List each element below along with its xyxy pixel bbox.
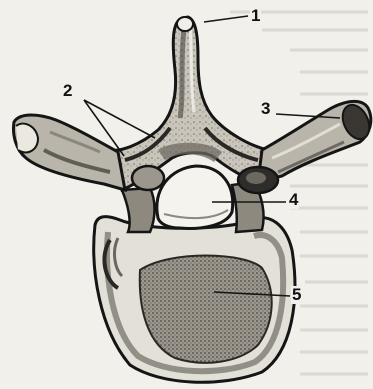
label-1: 1	[250, 7, 261, 25]
vertebral-foramen	[157, 166, 233, 228]
label-2: 2	[62, 82, 73, 100]
label-4: 4	[288, 191, 299, 209]
vertebral-body	[94, 217, 295, 383]
right-transverse-process	[258, 101, 373, 182]
label-3: 3	[260, 100, 271, 118]
label-5: 5	[291, 286, 302, 304]
vertebral-arch	[110, 17, 268, 190]
left-transverse-process	[14, 115, 126, 190]
